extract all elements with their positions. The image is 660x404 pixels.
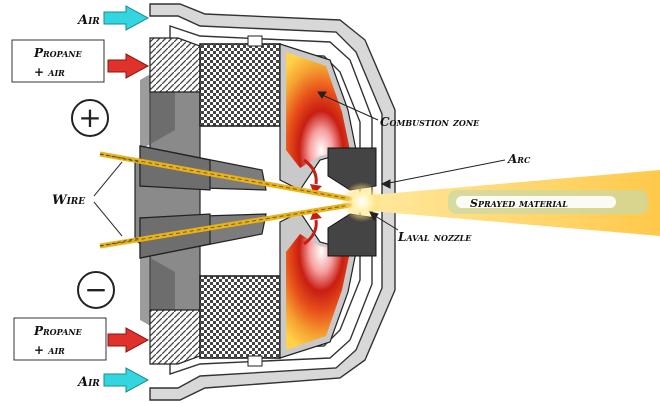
- sprayed-material-label: Sprayed material: [470, 197, 568, 210]
- minus-sign: −: [84, 273, 107, 306]
- propane-air-label-bottom: + air: [34, 343, 65, 357]
- laval-nozzle: [327, 147, 377, 257]
- combustion-zone-label: Combustion zone: [380, 115, 480, 129]
- propane-label-bottom: Propane: [33, 324, 83, 338]
- positive-terminal: +: [71, 99, 109, 137]
- wires: [99, 151, 357, 249]
- annotation-leaders: [317, 91, 506, 231]
- plus-sign: +: [78, 101, 101, 134]
- air-label-bottom: Air: [76, 375, 100, 390]
- laval-nozzle-label: Laval nozzle: [397, 230, 472, 244]
- air-arrow-top: [103, 5, 150, 31]
- propane-box-bottom: [13, 317, 107, 361]
- propane-arrow-bottom: [107, 327, 150, 353]
- combustion-flames: [286, 52, 350, 350]
- flow-arrows: [303, 158, 318, 246]
- insulator-blocks: [199, 35, 281, 367]
- wire-label: Wire: [52, 193, 85, 208]
- propane-box-top: [11, 39, 105, 83]
- negative-terminal: −: [77, 271, 115, 309]
- propane-air-label-top: + air: [34, 65, 65, 79]
- air-label-top: Air: [76, 13, 100, 28]
- propane-label-top: Propane: [33, 46, 83, 60]
- propane-arrow-top: [107, 53, 150, 79]
- wire-leaders: [93, 161, 123, 237]
- wire-guide-top: [139, 145, 267, 191]
- air-arrow-bottom: [103, 367, 150, 393]
- arc-label: Arc: [507, 152, 531, 166]
